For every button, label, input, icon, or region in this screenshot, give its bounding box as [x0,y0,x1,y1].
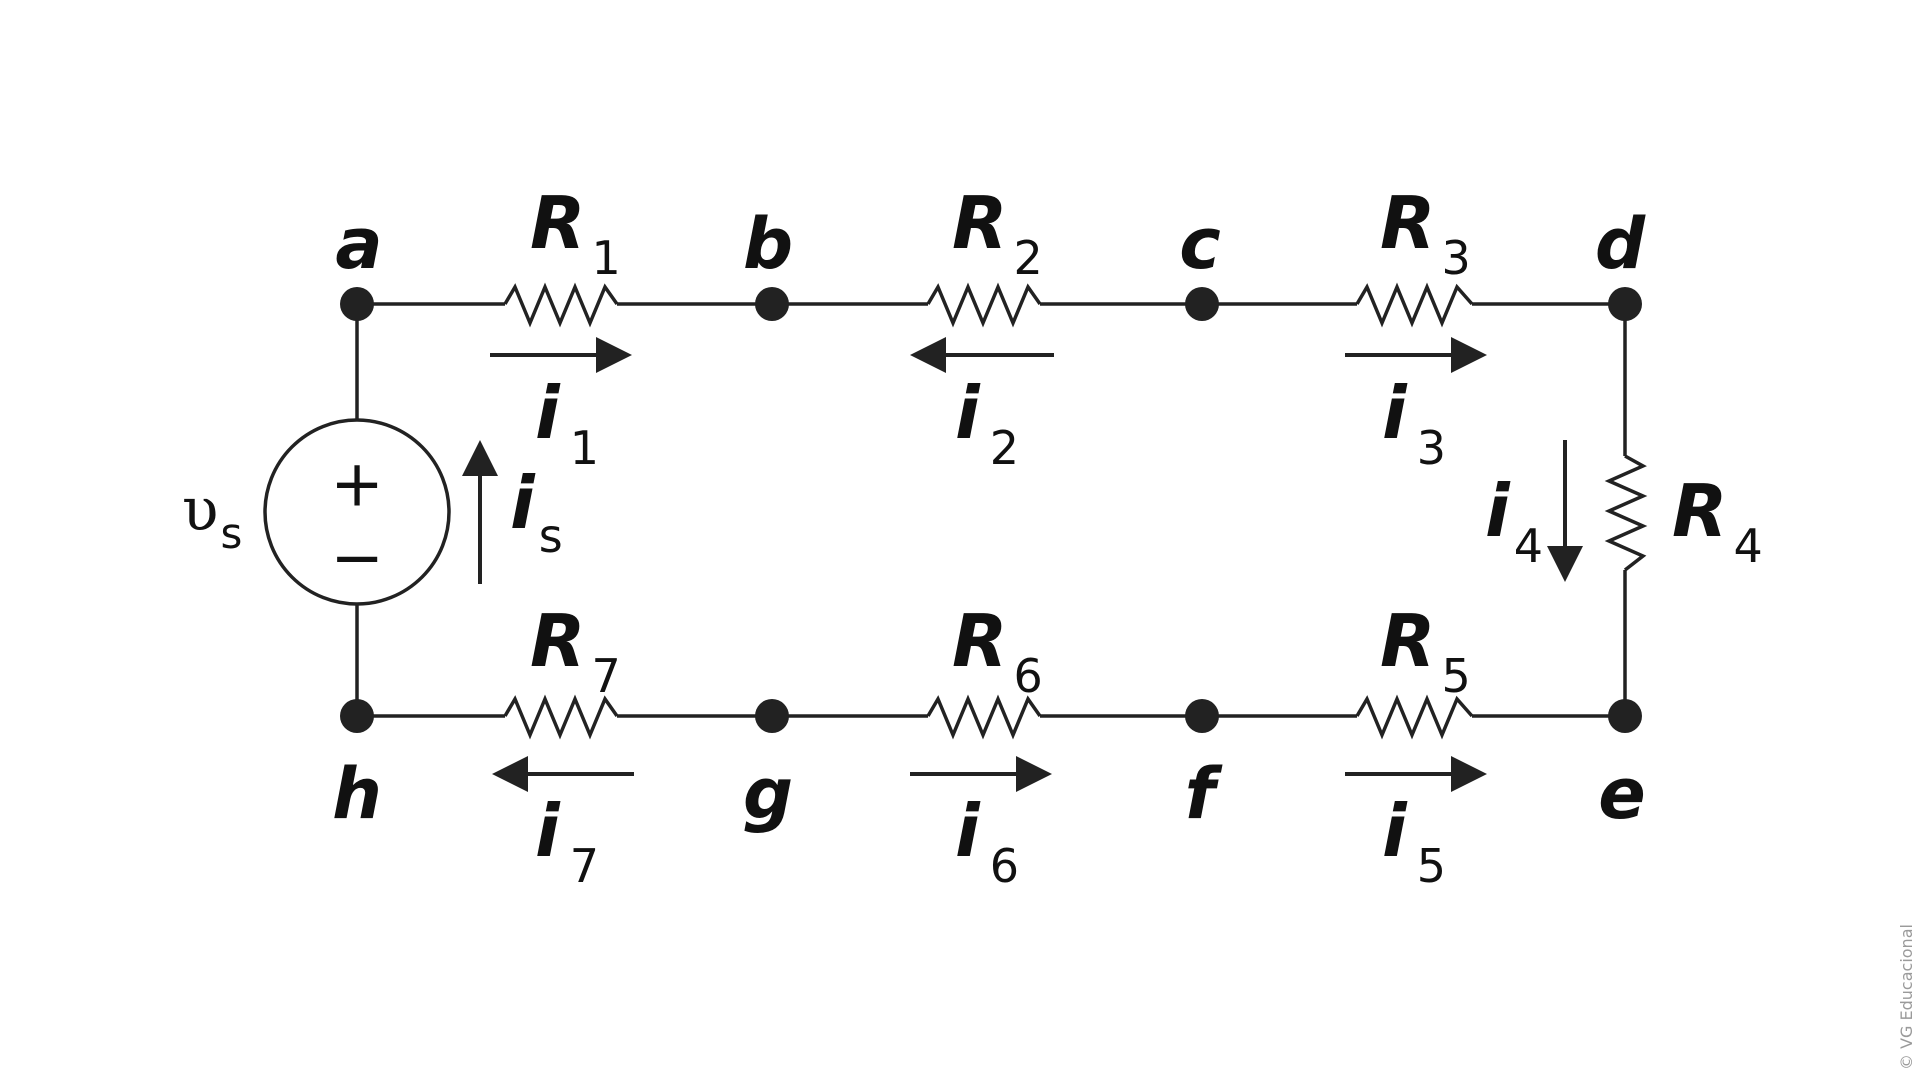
node-e-dot [1608,699,1642,733]
node-f-label: f [1185,753,1223,835]
current-i1-arrow [490,337,632,373]
node-e-label: e [1598,753,1645,835]
source-plus-sign: + [330,448,384,522]
node-g-dot [755,699,789,733]
source-voltage-label: υs [182,475,242,558]
current-arrows [462,337,1583,792]
node-h-label: h [332,753,382,835]
current-i3-arrow [1345,337,1487,373]
left-branch: + − [263,304,451,716]
right-branch [1604,304,1648,716]
resistor-r5-symbol [1355,694,1474,740]
node-d-dot [1608,287,1642,321]
top-wires [357,282,1625,328]
node-g-label: g [743,753,793,835]
resistor-r4-symbol [1604,454,1648,572]
current-i5-arrow [1345,756,1487,792]
bottom-wires [357,694,1625,740]
node-b-dot [755,287,789,321]
node-h-dot [340,699,374,733]
current-i7-arrow [492,756,634,792]
node-a-label: a [335,203,382,285]
node-labels: a b c d e f g h [332,203,1646,835]
nodes [340,287,1642,733]
resistor-r3-symbol [1355,282,1474,328]
resistor-r6-symbol [926,694,1042,740]
node-f-dot [1185,699,1219,733]
node-a-dot [340,287,374,321]
resistor-r2-symbol [926,282,1042,328]
current-i4-arrow [1547,440,1583,582]
current-i6-arrow [910,756,1052,792]
resistor-r7-symbol [503,694,619,740]
source-minus-sign: − [330,522,384,596]
node-b-label: b [743,203,793,285]
resistor-r1-symbol [503,282,619,328]
current-i2-arrow [910,337,1054,373]
node-c-label: c [1179,203,1221,285]
node-c-dot [1185,287,1219,321]
node-d-label: d [1595,203,1646,285]
current-is-label: is [510,461,563,563]
copyright-notice: © VG Educacional [1897,924,1916,1070]
current-is-arrow [462,440,498,584]
current-i4-label: i4 [1485,469,1543,573]
